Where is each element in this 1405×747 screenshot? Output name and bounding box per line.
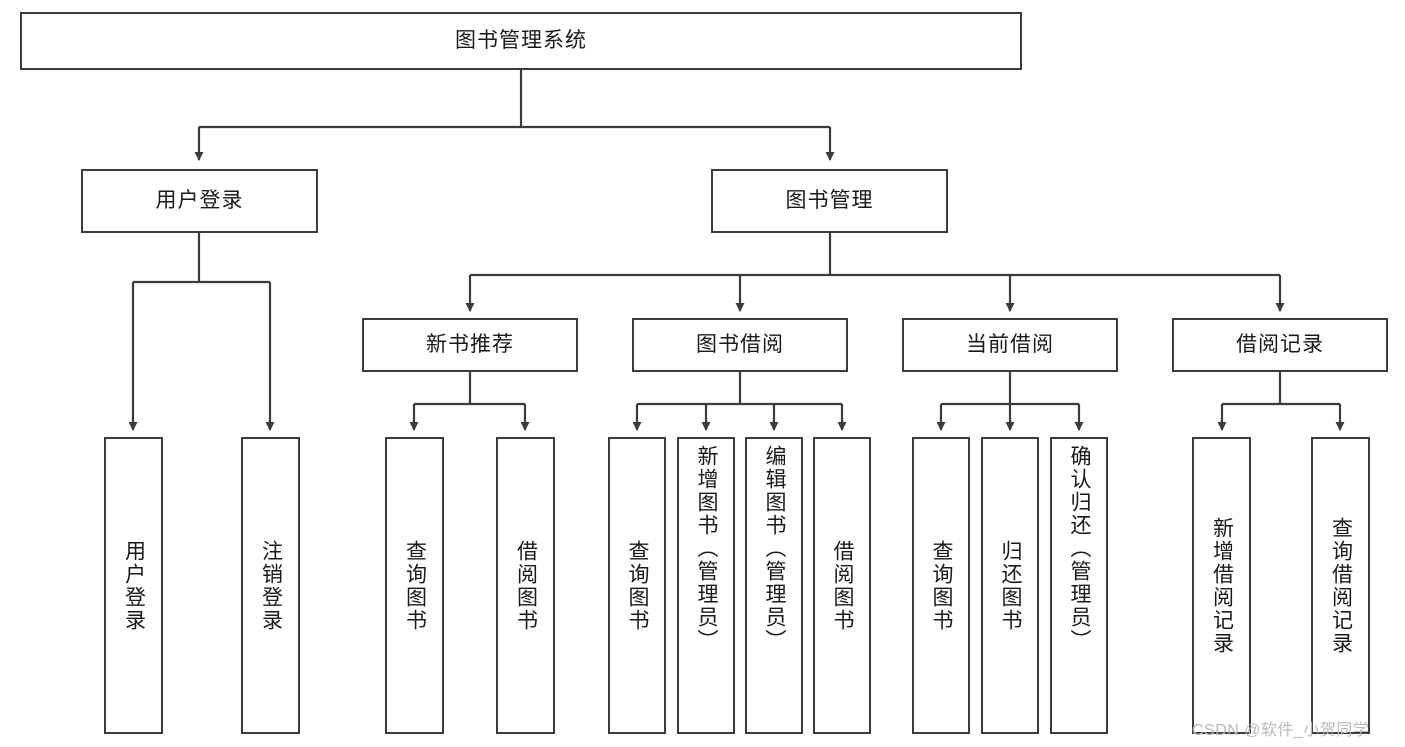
node-current-borrow[interactable]: 当前借阅 [902,318,1118,372]
node-label: 查询借阅记录 [1329,516,1353,655]
node-label: 新增图书（管理员） [695,445,719,652]
leaf-return-book[interactable]: 归还图书 [981,437,1039,734]
node-new-book-recommend[interactable]: 新书推荐 [362,318,578,372]
node-label: 借阅图书 [831,539,855,632]
node-label: 归还图书 [999,539,1023,632]
node-label: 确认归还（管理员） [1068,445,1092,652]
node-root-book-management-system[interactable]: 图书管理系统 [20,12,1022,70]
node-label: 图书管理系统 [455,29,587,53]
node-label: 查询图书 [403,539,427,632]
node-label: 查询图书 [626,539,650,632]
node-user-login[interactable]: 用户登录 [81,169,318,233]
node-label: 用户登录 [122,539,146,632]
node-label: 用户登录 [155,189,244,213]
watermark-label: CSDN @软件_小贺同学 [1192,722,1370,739]
node-label: 图书管理 [785,189,874,213]
leaf-add-borrow-record[interactable]: 新增借阅记录 [1192,437,1251,734]
leaf-user-logout[interactable]: 注销登录 [241,437,300,734]
node-book-management[interactable]: 图书管理 [711,169,948,233]
node-label: 新书推荐 [426,333,514,357]
node-label: 借阅图书 [514,539,538,632]
leaf-confirm-return-admin[interactable]: 确认归还（管理员） [1050,437,1108,734]
node-label: 当前借阅 [966,333,1054,357]
leaf-borrow-book-recommend[interactable]: 借阅图书 [496,437,555,734]
leaf-query-book-borrow[interactable]: 查询图书 [608,437,666,734]
node-label: 图书借阅 [696,333,784,357]
node-borrow-record[interactable]: 借阅记录 [1172,318,1388,372]
leaf-query-borrow-record[interactable]: 查询借阅记录 [1311,437,1370,734]
csdn-watermark: CSDN @软件_小贺同学 [1192,716,1369,740]
leaf-query-book-recommend[interactable]: 查询图书 [385,437,444,734]
node-book-borrow[interactable]: 图书借阅 [632,318,848,372]
node-label: 新增借阅记录 [1210,516,1234,655]
node-label: 查询图书 [930,539,954,632]
leaf-edit-book-admin[interactable]: 编辑图书（管理员） [745,437,803,734]
node-label: 借阅记录 [1236,333,1324,357]
leaf-user-login[interactable]: 用户登录 [104,437,163,734]
node-label: 注销登录 [259,539,283,632]
leaf-query-book-current[interactable]: 查询图书 [912,437,970,734]
leaf-add-book-admin[interactable]: 新增图书（管理员） [677,437,735,734]
leaf-borrow-book[interactable]: 借阅图书 [813,437,871,734]
node-label: 编辑图书（管理员） [763,445,787,652]
